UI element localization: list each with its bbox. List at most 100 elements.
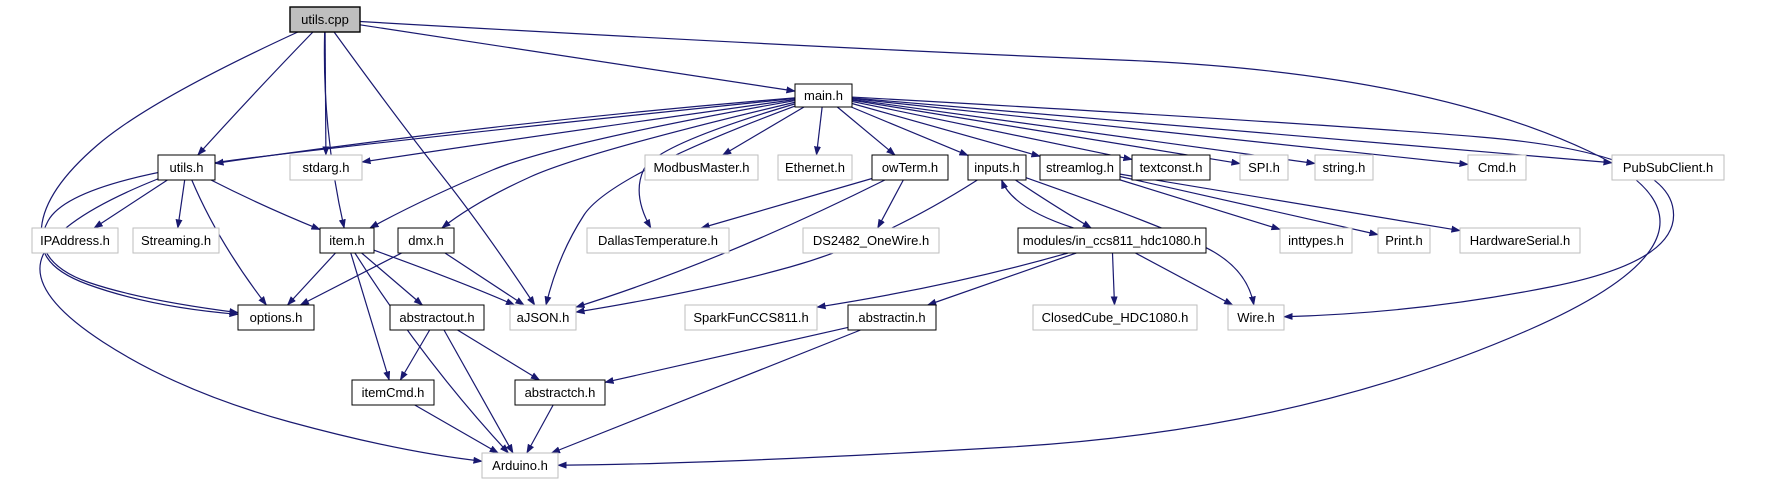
- node-streaming_h[interactable]: Streaming.h: [132, 227, 220, 254]
- node-owterm_h[interactable]: owTerm.h: [871, 154, 949, 181]
- node-label-modules_h: modules/in_ccs811_hdc1080.h: [1023, 233, 1201, 248]
- node-box-cmd_h: [1467, 154, 1527, 181]
- node-textconst_h[interactable]: textconst.h: [1131, 154, 1211, 181]
- edge-item_h-to-ajson_h: [373, 249, 516, 306]
- node-label-arduino_h: Arduino.h: [492, 458, 548, 473]
- edge-absch_h-to-arduino_h: [526, 404, 554, 454]
- node-label-pubsub_h: PubSubClient.h: [1623, 160, 1713, 175]
- node-wire_h[interactable]: Wire.h: [1227, 304, 1285, 331]
- node-label-textconst_h: textconst.h: [1140, 160, 1203, 175]
- node-label-hwserial_h: HardwareSerial.h: [1470, 233, 1570, 248]
- edge-modules_h-to-inputs_h: [1001, 179, 1074, 229]
- node-layer: utils.cpp main.h utils.h stdarg.h ModbusMast…: [31, 6, 1725, 479]
- edge-main_h-to-cmd_h: [851, 97, 1469, 167]
- node-box-stdarg_h: [289, 154, 363, 181]
- node-absout_h[interactable]: abstractout.h: [389, 304, 485, 331]
- edge-absout_h-to-arduino_h: [443, 329, 514, 454]
- node-box-string_h: [1314, 154, 1374, 181]
- edge-absout_h-to-itemcmd_h: [399, 329, 431, 381]
- node-box-spi_h: [1239, 154, 1289, 181]
- edge-main_h-to-options_h: [41, 97, 796, 318]
- node-label-ajson_h: aJSON.h: [517, 310, 570, 325]
- node-ds2482_h[interactable]: DS2482_OneWire.h: [802, 227, 940, 254]
- node-box-dallas_h: [586, 227, 730, 254]
- node-box-closedcube_h: [1032, 304, 1198, 331]
- node-print_h[interactable]: Print.h: [1377, 227, 1431, 254]
- node-inputs_h[interactable]: inputs.h: [967, 154, 1027, 181]
- edge-main_h-to-string_h: [851, 98, 1316, 166]
- edge-owterm_h-to-dallas_h: [700, 177, 873, 229]
- node-box-options_h: [237, 304, 315, 331]
- node-label-sparkfun_h: SparkFunCCS811.h: [693, 310, 808, 325]
- node-box-inttypes_h: [1279, 227, 1353, 254]
- edge-modules_h-to-wire_h: [1135, 252, 1234, 306]
- node-label-options_h: options.h: [250, 310, 303, 325]
- node-arduino_h[interactable]: Arduino.h: [481, 452, 559, 479]
- edge-main_h-to-modbus_h: [721, 106, 805, 156]
- edge-item_h-to-absout_h: [361, 252, 424, 306]
- edge-utils_cpp-to-arduino_h: [359, 20, 1661, 469]
- edge-utils_cpp-to-main_h: [359, 24, 796, 94]
- node-spi_h[interactable]: SPI.h: [1239, 154, 1289, 181]
- edge-utils_cpp-to-utils_h: [197, 31, 314, 156]
- edge-streamlog_h-to-print_h: [1119, 175, 1379, 237]
- node-box-hwserial_h: [1459, 227, 1581, 254]
- node-cmd_h[interactable]: Cmd.h: [1467, 154, 1527, 181]
- node-main_h[interactable]: main.h: [794, 83, 853, 108]
- node-box-ipaddress_h: [31, 227, 119, 254]
- node-label-main_h: main.h: [804, 88, 843, 103]
- node-box-main_h: [794, 83, 853, 108]
- node-stdarg_h[interactable]: stdarg.h: [289, 154, 363, 181]
- edge-main_h-to-inputs_h: [850, 106, 969, 157]
- node-box-print_h: [1377, 227, 1431, 254]
- edge-main_h-to-streamlog_h: [851, 102, 1041, 158]
- node-options_h[interactable]: options.h: [237, 304, 315, 331]
- node-modules_h[interactable]: modules/in_ccs811_hdc1080.h: [1017, 227, 1207, 254]
- node-label-utils_cpp: utils.cpp: [301, 12, 349, 27]
- node-sparkfun_h[interactable]: SparkFunCCS811.h: [684, 304, 818, 331]
- node-box-owterm_h: [871, 154, 949, 181]
- node-itemcmd_h[interactable]: itemCmd.h: [351, 379, 435, 406]
- node-ajson_h[interactable]: aJSON.h: [509, 304, 577, 331]
- node-label-utils_h: utils.h: [170, 160, 204, 175]
- node-modbus_h[interactable]: ModbusMaster.h: [644, 154, 759, 181]
- node-box-absin_h: [847, 304, 937, 331]
- node-label-itemcmd_h: itemCmd.h: [362, 385, 425, 400]
- node-box-streamlog_h: [1039, 154, 1121, 181]
- node-box-pubsub_h: [1611, 154, 1725, 181]
- node-absin_h[interactable]: abstractin.h: [847, 304, 937, 331]
- node-string_h[interactable]: string.h: [1314, 154, 1374, 181]
- edge-main_h-to-dmx_h: [441, 101, 796, 229]
- edge-itemcmd_h-to-arduino_h: [414, 404, 500, 454]
- edge-main_h-to-wire_h: [851, 96, 1675, 320]
- node-box-absch_h: [514, 379, 606, 406]
- node-item_h[interactable]: item.h: [319, 227, 375, 254]
- edge-main_h-to-textconst_h: [851, 100, 1133, 162]
- node-label-owterm_h: owTerm.h: [882, 160, 938, 175]
- node-box-textconst_h: [1131, 154, 1211, 181]
- node-label-absout_h: abstractout.h: [399, 310, 474, 325]
- edge-main_h-to-owterm_h: [836, 106, 896, 156]
- node-closedcube_h[interactable]: ClosedCube_HDC1080.h: [1032, 304, 1198, 331]
- edge-utils_cpp-to-ajson_h: [333, 31, 536, 306]
- edge-item_h-to-itemcmd_h: [350, 252, 391, 381]
- node-box-utils_cpp: [289, 6, 361, 33]
- node-streamlog_h[interactable]: streamlog.h: [1039, 154, 1121, 181]
- node-ethernet_h[interactable]: Ethernet.h: [777, 154, 853, 181]
- node-box-ds2482_h: [802, 227, 940, 254]
- node-dmx_h[interactable]: dmx.h: [397, 227, 455, 254]
- node-utils_h[interactable]: utils.h: [157, 154, 216, 181]
- edge-absout_h-to-absch_h: [457, 329, 541, 381]
- node-box-wire_h: [1227, 304, 1285, 331]
- node-label-ds2482_h: DS2482_OneWire.h: [813, 233, 929, 248]
- node-absch_h[interactable]: abstractch.h: [514, 379, 606, 406]
- node-dallas_h[interactable]: DallasTemperature.h: [586, 227, 730, 254]
- edge-main_h-to-ethernet_h: [814, 106, 823, 156]
- node-pubsub_h[interactable]: PubSubClient.h: [1611, 154, 1725, 181]
- node-label-modbus_h: ModbusMaster.h: [653, 160, 749, 175]
- node-inttypes_h[interactable]: inttypes.h: [1279, 227, 1353, 254]
- node-hwserial_h[interactable]: HardwareSerial.h: [1459, 227, 1581, 254]
- node-ipaddress_h[interactable]: IPAddress.h: [31, 227, 119, 254]
